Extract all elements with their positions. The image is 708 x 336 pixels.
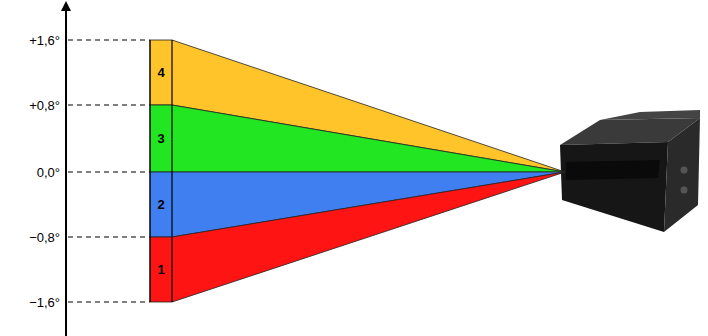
- strip-divider: [171, 40, 172, 105]
- sensor-housing: [560, 110, 700, 232]
- level-lines: [68, 40, 150, 302]
- zone-number: 1: [157, 263, 164, 276]
- strip-edge: [149, 237, 150, 302]
- zone-shape: [150, 172, 565, 302]
- strip-divider: [171, 172, 172, 237]
- strip-edge: [149, 172, 150, 237]
- zone-fill: [150, 105, 565, 172]
- strip-edge: [149, 105, 150, 172]
- zone-fill: [150, 172, 565, 302]
- detection-zone: 1: [150, 172, 565, 302]
- detection-zone: 3: [150, 105, 565, 172]
- zone-shape: [150, 105, 565, 172]
- strip-edge: [149, 40, 150, 105]
- angle-label: +0,8°: [0, 99, 60, 112]
- zone-number: 4: [157, 66, 164, 79]
- zone-fill: [150, 40, 565, 172]
- angle-axis: [65, 10, 67, 336]
- angle-label: 0,0°: [0, 166, 60, 179]
- angle-label: +1,6°: [0, 34, 60, 47]
- angle-label: −1,6°: [0, 296, 60, 309]
- zone-number: 2: [157, 198, 164, 211]
- strip-divider: [171, 237, 172, 302]
- strip-divider: [171, 105, 172, 172]
- zone-number: 3: [157, 132, 164, 145]
- angle-label: −0,8°: [0, 231, 60, 244]
